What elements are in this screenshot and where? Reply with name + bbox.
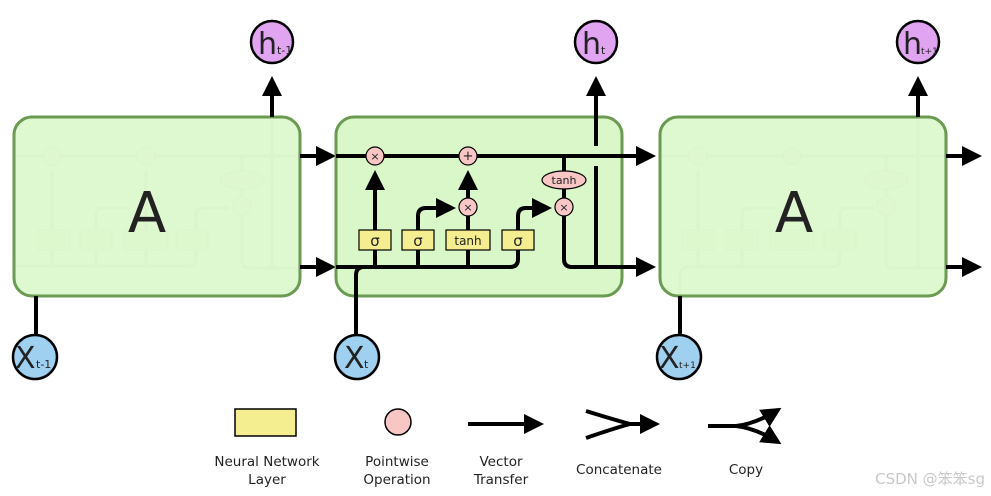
svg-text:t-1: t-1 — [277, 44, 292, 57]
nn-layer-forget: σ — [358, 229, 392, 251]
svg-text:t: t — [364, 358, 369, 371]
previous-cell: A — [12, 76, 302, 334]
nn-layer-output: σ — [501, 229, 535, 251]
pointwise-add: + — [458, 146, 478, 166]
nn-layer-swatch — [234, 408, 297, 437]
hidden-node-current: h t — [573, 19, 619, 65]
svg-text:Pointwise: Pointwise — [365, 454, 429, 470]
svg-text:tanh: tanh — [552, 174, 577, 187]
svg-text:Concatenate: Concatenate — [576, 462, 662, 478]
nn-layer-input: σ — [401, 229, 435, 251]
next-cell: A — [658, 76, 982, 334]
svg-text:Transfer: Transfer — [473, 472, 529, 488]
hidden-node-next: h t+1 — [895, 19, 941, 65]
svg-text:tanh: tanh — [454, 234, 481, 248]
legend-concatenate: Concatenate — [576, 409, 662, 478]
svg-text:Neural Network: Neural Network — [214, 454, 319, 470]
hidden-node-prev: h t-1 — [249, 19, 295, 65]
svg-text:Operation: Operation — [363, 472, 430, 488]
svg-text:X: X — [15, 341, 36, 376]
svg-text:X: X — [344, 341, 365, 376]
pointwise-forget-multiply: × — [365, 146, 385, 166]
next-cell-label: A — [775, 181, 813, 246]
next-cell-box — [658, 115, 948, 298]
legend-pointwise: Pointwise Operation — [363, 408, 431, 488]
svg-text:+: + — [463, 149, 474, 164]
input-node-current: X t — [333, 333, 381, 381]
legend-nn-layer: Neural Network Layer — [214, 408, 320, 488]
nn-layer-candidate: tanh — [445, 229, 491, 251]
svg-text:Copy: Copy — [729, 462, 763, 478]
previous-cell-label: A — [128, 181, 166, 246]
svg-text:t+1: t+1 — [921, 47, 938, 57]
legend-vector-transfer: Vector Transfer — [468, 414, 544, 488]
svg-text:Vector: Vector — [479, 454, 522, 470]
svg-text:×: × — [370, 150, 379, 163]
input-node-prev: X t-1 — [11, 333, 59, 381]
svg-text:t-1: t-1 — [36, 358, 51, 371]
watermark: CSDN @笨笨sg — [875, 470, 985, 488]
svg-text:σ: σ — [513, 232, 523, 250]
svg-text:Layer: Layer — [248, 472, 286, 488]
input-gate-path — [416, 198, 456, 267]
input-node-next: X t+1 — [655, 333, 703, 381]
pointwise-output-tanh: tanh — [541, 170, 587, 190]
svg-text:h: h — [258, 27, 277, 62]
svg-text:×: × — [463, 201, 472, 214]
pointwise-swatch — [384, 408, 412, 436]
concatenate-icon — [585, 409, 660, 434]
current-cell-box — [334, 115, 624, 298]
svg-text:σ: σ — [370, 232, 380, 250]
svg-text:×: × — [559, 201, 568, 214]
current-cell: σ σ tanh σ × + × tanh — [334, 76, 656, 334]
svg-text:h: h — [903, 27, 922, 62]
pointwise-output-multiply: × — [554, 197, 574, 217]
legend: Neural Network Layer Pointwise Operation… — [214, 407, 782, 488]
svg-text:h: h — [582, 27, 601, 62]
svg-text:X: X — [659, 341, 680, 376]
hidden-out-path — [562, 216, 656, 277]
svg-text:σ: σ — [413, 232, 423, 250]
copy-icon — [708, 407, 782, 428]
svg-text:t: t — [601, 44, 606, 57]
previous-cell-box — [12, 115, 302, 298]
pointwise-input-multiply: × — [458, 197, 478, 217]
legend-copy: Copy — [708, 407, 782, 478]
output-gate-path — [354, 198, 552, 334]
svg-text:t+1: t+1 — [679, 361, 696, 371]
